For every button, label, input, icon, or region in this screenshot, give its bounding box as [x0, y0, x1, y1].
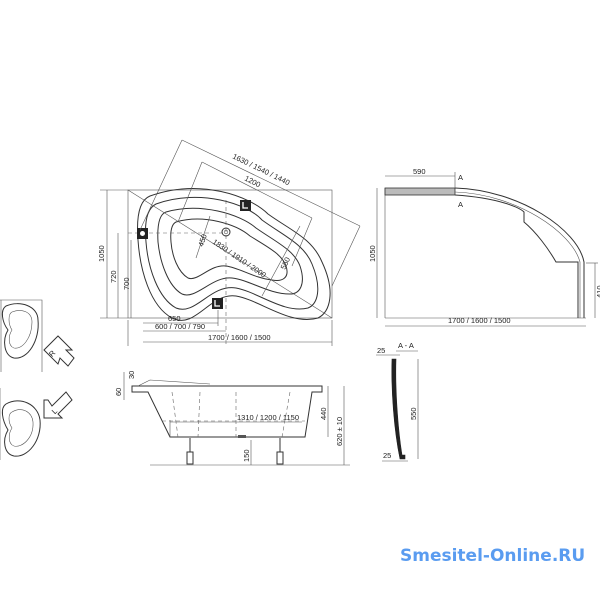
side-view: 60 30 1310 / 1200 / 1150 440 620 ± 10 15…: [114, 371, 350, 466]
dim-450: 450: [196, 233, 208, 248]
tub-side-outline: [131, 385, 323, 438]
dim-440: 440: [319, 407, 328, 420]
dim-720: 720: [109, 270, 118, 283]
top-view: 1050 720 700 650 600 / 700 / 790 1700 / …: [97, 139, 361, 346]
dim-60: 60: [114, 388, 123, 396]
leg-left: [186, 438, 194, 465]
dim-1050-panel: 1050: [368, 245, 377, 262]
panel-profile: [391, 358, 406, 460]
orientation-right: R: [0, 299, 75, 372]
watermark: Smesitel-Online.RU: [400, 546, 586, 566]
leg-right: [276, 438, 284, 465]
arrow-left-icon: [43, 391, 73, 419]
tub-inner-outline: [157, 207, 303, 296]
left-label: L: [50, 407, 59, 416]
section-title: A - A: [398, 341, 414, 350]
arrow-right-icon: [43, 335, 75, 367]
section-mark-top: A: [458, 173, 463, 182]
mini-tub-right: [1, 303, 39, 359]
dim-700: 700: [122, 277, 131, 290]
dim-1700-1600-1500: 1700 / 1600 / 1500: [208, 333, 271, 342]
section-a-a: A - A 25 550 25: [376, 341, 419, 462]
dim-25-top: 25: [377, 346, 385, 355]
headrest-icon: [240, 200, 251, 211]
dim-diagonal: 1830 / 1910 / 2000: [211, 237, 268, 279]
dim-410: 410: [595, 285, 600, 298]
right-label: R: [47, 348, 58, 359]
dim-620: 620 ± 10: [335, 417, 344, 446]
tub-basin-outline: [170, 218, 288, 281]
dim-1700-panel: 1700 / 1600 / 1500: [448, 316, 511, 325]
dim-1310-1200-1150: 1310 / 1200 / 1150: [237, 413, 299, 422]
orientation-left: L: [0, 388, 73, 460]
section-mark-bottom: A: [458, 200, 463, 209]
dim-150: 150: [242, 449, 251, 462]
dim-590: 590: [413, 167, 426, 176]
bounding-frame: [127, 189, 333, 319]
dim-1050: 1050: [97, 245, 106, 262]
mini-tub-left: [1, 400, 41, 457]
front-panel-view: 1050 590 A A 410 1700 / 1600 / 1500: [368, 167, 600, 327]
panel-top-flat: [384, 187, 456, 196]
overflow-fitting-icon: [137, 228, 148, 239]
dim-30: 30: [127, 371, 136, 379]
tub-outer-outline: [137, 188, 331, 321]
dim-1200: 1200: [243, 174, 262, 190]
drain-icon: [221, 227, 231, 237]
tub-rim-outline: [145, 196, 319, 310]
dim-25-bottom: 25: [383, 451, 391, 460]
dim-600-700-790: 600 / 700 / 790: [155, 322, 205, 331]
dim-650: 650: [168, 314, 181, 323]
dim-550-section: 550: [409, 407, 418, 420]
headrest-icon: [212, 298, 223, 309]
